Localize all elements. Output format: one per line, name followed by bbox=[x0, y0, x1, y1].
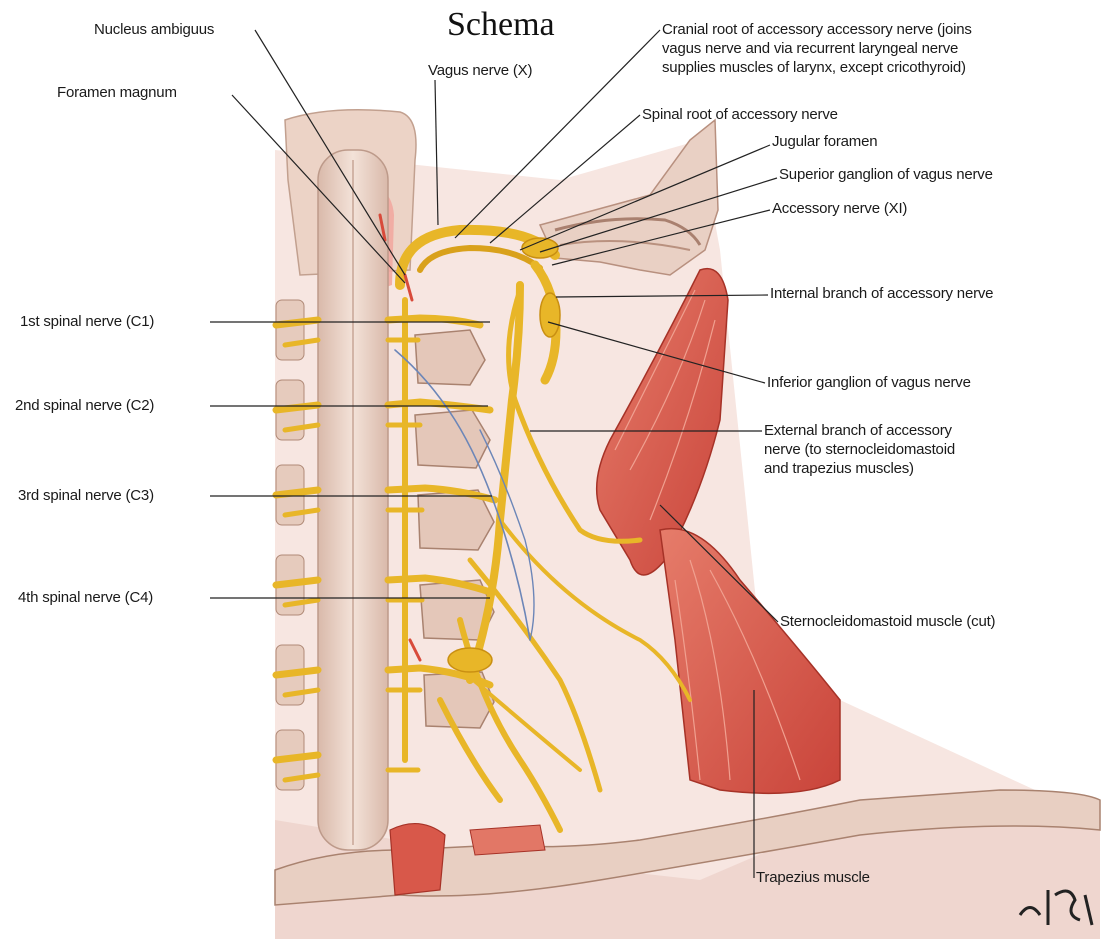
label-internal-branch: Internal branch of accessory nerve bbox=[770, 285, 993, 303]
label-superior-ganglion: Superior ganglion of vagus nerve bbox=[779, 166, 993, 184]
label-spinal-root: Spinal root of accessory nerve bbox=[642, 106, 838, 124]
label-external-branch-line3: and trapezius muscles) bbox=[764, 460, 914, 478]
label-nucleus-ambiguus: Nucleus ambiguus bbox=[94, 21, 214, 39]
label-trapezius: Trapezius muscle bbox=[756, 869, 870, 887]
label-cranial-root-line1: Cranial root of accessory accessory nerv… bbox=[662, 21, 972, 39]
label-cranial-root-line2: vagus nerve and via recurrent laryngeal … bbox=[662, 40, 958, 58]
label-jugular-foramen: Jugular foramen bbox=[772, 133, 877, 151]
label-c2: 2nd spinal nerve (C2) bbox=[15, 397, 154, 415]
label-c1: 1st spinal nerve (C1) bbox=[20, 313, 154, 331]
label-external-branch-line1: External branch of accessory bbox=[764, 422, 952, 440]
label-inferior-ganglion: Inferior ganglion of vagus nerve bbox=[767, 374, 971, 392]
label-sternocleidomastoid: Sternocleidomastoid muscle (cut) bbox=[780, 613, 995, 631]
label-accessory-nerve: Accessory nerve (XI) bbox=[772, 200, 907, 218]
label-foramen-magnum: Foramen magnum bbox=[57, 84, 177, 102]
label-cranial-root-line3: supplies muscles of larynx, except crico… bbox=[662, 59, 966, 77]
label-c4: 4th spinal nerve (C4) bbox=[18, 589, 153, 607]
label-external-branch-line2: nerve (to sternocleidomastoid bbox=[764, 441, 955, 459]
diagram-title: Schema bbox=[447, 6, 555, 44]
label-c3: 3rd spinal nerve (C3) bbox=[18, 487, 154, 505]
lower-muscle-stump bbox=[390, 824, 445, 895]
label-vagus-nerve: Vagus nerve (X) bbox=[428, 62, 532, 80]
